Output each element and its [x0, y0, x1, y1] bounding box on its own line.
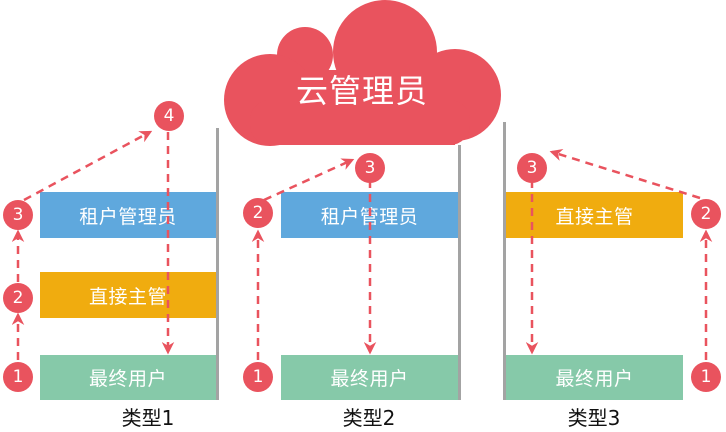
type1-arrow-3-to-4 [23, 130, 153, 202]
type1-step-badge: 1 [3, 362, 33, 392]
type2-end-user-box: 最终用户 [281, 355, 458, 400]
type3-arrow-2-to-3 [549, 148, 701, 200]
type2-step-badge: 3 [355, 153, 385, 183]
type3-end-user-label: 最终用户 [555, 368, 634, 390]
type2-end-user-label: 最终用户 [330, 368, 409, 390]
separator-type3 [503, 122, 506, 400]
type3-label: 类型3 [567, 406, 621, 430]
type2-tenant-admin-label: 租户管理员 [320, 205, 419, 228]
type1-step-badge: 4 [154, 101, 184, 131]
cloud-admin-cloud [224, 0, 501, 146]
type1-step-badge: 2 [3, 283, 33, 313]
type1-tenant-admin-box: 租户管理员 [40, 192, 216, 238]
type1-label: 类型1 [121, 406, 175, 430]
type2-arrow-2-to-3 [263, 158, 355, 202]
type1-direct-manager-label: 直接主管 [88, 285, 167, 308]
type2-label: 类型2 [342, 406, 396, 430]
type3-step-badge: 3 [517, 153, 547, 183]
type1-end-user-box: 最终用户 [40, 355, 216, 400]
separator-type2 [458, 145, 461, 400]
type3-direct-manager-label: 直接主管 [555, 205, 634, 228]
type3-step-badge: 1 [691, 362, 721, 392]
type3-direct-manager-box: 直接主管 [506, 192, 683, 238]
cloud-admin-label: 云管理员 [295, 72, 428, 110]
separator-type1 [216, 128, 219, 400]
type2-step-badge: 2 [243, 198, 273, 228]
type1-end-user-label: 最终用户 [88, 368, 167, 390]
type3-end-user-box: 最终用户 [506, 355, 683, 400]
type1-direct-manager-box: 直接主管 [40, 272, 216, 318]
type2-step-badge: 1 [243, 362, 273, 392]
type1-tenant-admin-label: 租户管理员 [79, 205, 177, 228]
type3-step-badge: 2 [691, 199, 721, 229]
type1-step-badge: 3 [3, 200, 33, 230]
